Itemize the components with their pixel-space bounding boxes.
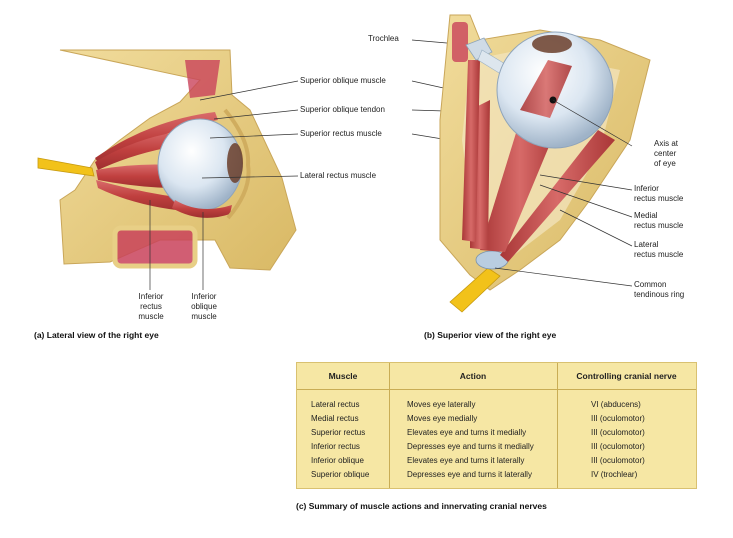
table-header-muscle: Muscle — [328, 371, 358, 381]
label-lateral-rectus-superior: Lateral rectus muscle — [634, 240, 684, 259]
cornea-lateral — [227, 143, 243, 183]
table-header-nerve: Controlling cranial nerve — [576, 371, 677, 381]
optic-nerve-superior — [449, 267, 501, 313]
table-divider — [557, 363, 558, 488]
label-trochlea: Trochlea — [368, 34, 399, 43]
leader-lines-superior — [494, 99, 633, 287]
table-body: Lateral rectus Moves eye laterally VI (a… — [297, 398, 696, 482]
lateral-view-figure — [37, 49, 297, 271]
label-inferior-rectus-lateral: Inferior rectus muscle — [138, 292, 164, 321]
label-inferior-oblique-lateral: Inferior oblique muscle — [191, 292, 217, 321]
label-inferior-rectus-superior: Inferior rectus muscle — [634, 184, 684, 203]
table-row: Superior rectus Elevates eye and turns i… — [311, 428, 645, 437]
muscle-summary-table: Muscle Action Controlling cranial nerve … — [296, 362, 697, 489]
caption-lateral-view: (a) Lateral view of the right eye — [34, 330, 159, 340]
label-superior-oblique-muscle: Superior oblique muscle — [300, 76, 386, 85]
table-header-action: Action — [459, 371, 487, 381]
table-row: Inferior oblique Elevates eye and turns … — [311, 456, 645, 465]
label-medial-rectus-superior: Medial rectus muscle — [634, 211, 684, 230]
frontal-sinus — [185, 60, 220, 98]
caption-summary-table: (c) Summary of muscle actions and innerv… — [296, 501, 547, 511]
table-row: Lateral rectus Moves eye laterally VI (a… — [311, 400, 641, 409]
label-superior-oblique-tendon: Superior oblique tendon — [300, 105, 385, 114]
table-header: Muscle Action Controlling cranial nerve — [297, 363, 696, 390]
superior-view-figure — [439, 14, 651, 313]
optic-nerve-lateral — [37, 157, 95, 177]
table-row: Inferior rectus Depresses eye and turns … — [311, 442, 645, 451]
table-row: Superior oblique Depresses eye and turns… — [311, 470, 638, 479]
lateral-rectus-superior — [500, 130, 615, 262]
table-divider — [389, 363, 390, 488]
table-row: Medial rectus Moves eye medially III (oc… — [311, 414, 645, 423]
superior-oblique-superior — [462, 60, 480, 242]
inferior-oblique-lateral — [172, 200, 232, 218]
label-common-tendinous-ring: Common tendinous ring — [634, 280, 685, 299]
superior-rectus-superior — [480, 120, 560, 252]
cornea-superior — [532, 35, 572, 53]
caption-superior-view: (b) Superior view of the right eye — [424, 330, 557, 340]
label-lateral-rectus-muscle: Lateral rectus muscle — [300, 171, 377, 180]
maxillary-sinus — [115, 228, 195, 266]
label-axis-center: Axis at center of eye — [654, 139, 679, 168]
label-superior-rectus-muscle: Superior rectus muscle — [300, 129, 382, 138]
ethmoid-cavity — [452, 22, 468, 62]
